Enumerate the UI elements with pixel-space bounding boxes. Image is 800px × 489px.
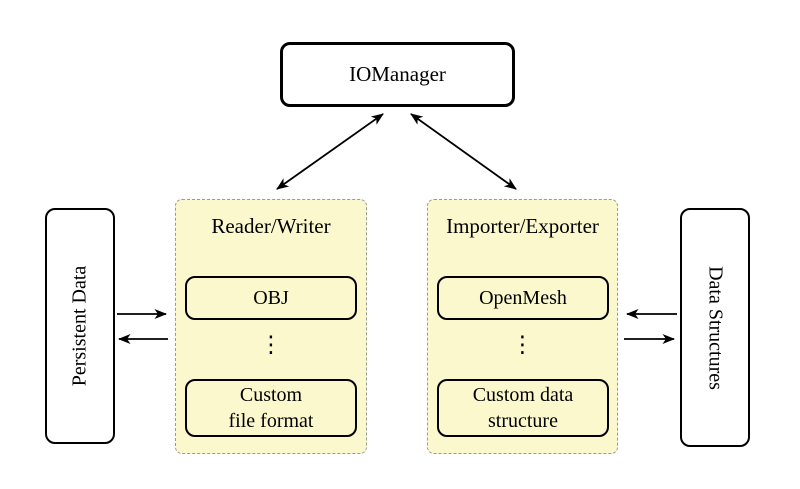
panel-importer-exporter-title: Importer/Exporter	[446, 214, 599, 238]
node-persistent-data: Persistent Data	[45, 208, 115, 444]
node-openmesh-label: OpenMesh	[479, 287, 567, 309]
node-openmesh: OpenMesh	[437, 276, 609, 320]
node-data-structures: Data Structures	[680, 208, 750, 447]
panel-importer-exporter: Importer/Exporter OpenMesh ⋮ Custom data…	[427, 199, 618, 454]
node-obj-label: OBJ	[253, 287, 289, 309]
node-iomanager-label: IOManager	[349, 62, 446, 86]
node-iomanager: IOManager	[280, 42, 515, 107]
node-custom-data-structure: Custom data structure	[437, 379, 609, 437]
node-custom-file-format: Custom file format	[185, 379, 357, 437]
vertical-ellipsis-icon: ⋮	[259, 332, 283, 358]
panel-reader-writer-title: Reader/Writer	[211, 214, 331, 238]
panel-reader-writer: Reader/Writer OBJ ⋮ Custom file format	[175, 199, 367, 454]
arrow-iomanager-readerwriter	[276, 113, 384, 190]
node-data-structures-label: Data Structures	[704, 265, 727, 390]
node-obj: OBJ	[185, 276, 357, 320]
node-custom-data-structure-line1: Custom data	[472, 384, 574, 406]
node-custom-file-format-line1: Custom	[239, 384, 303, 406]
arrow-iomanager-importerexporter	[410, 113, 517, 190]
node-persistent-data-label: Persistent Data	[68, 265, 91, 387]
node-custom-data-structure-line2: structure	[488, 410, 558, 432]
vertical-ellipsis-icon: ⋮	[511, 332, 534, 358]
node-custom-file-format-line2: file format	[228, 410, 314, 432]
